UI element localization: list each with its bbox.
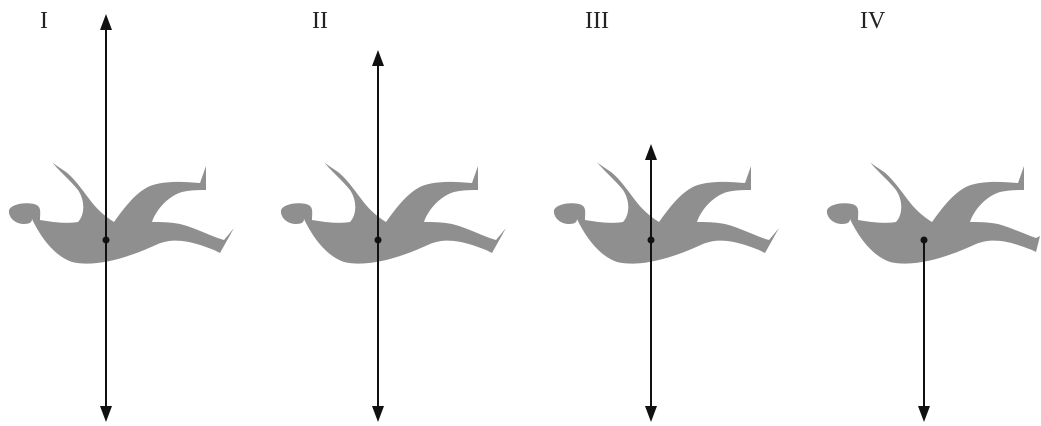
center-of-mass-point	[102, 236, 110, 244]
panel-label: III	[585, 8, 609, 34]
center-of-mass-point	[374, 236, 382, 244]
panel-3: III	[545, 0, 805, 426]
skydiver-silhouette-icon	[280, 162, 506, 264]
panel-svg	[8, 14, 235, 422]
panel-svg	[280, 50, 506, 422]
upward-arrowhead-icon	[100, 14, 112, 30]
skydiver-silhouette-icon	[826, 162, 1040, 264]
center-of-mass-point	[920, 236, 928, 244]
panel-4: IV	[818, 0, 1041, 426]
panel-1: I	[0, 0, 260, 426]
center-of-mass-point	[647, 236, 655, 244]
skydiver-silhouette-icon	[553, 162, 779, 264]
panel-label: I	[40, 8, 48, 34]
panel-svg	[826, 162, 1040, 422]
downward-arrowhead-icon	[918, 406, 930, 422]
downward-arrowhead-icon	[645, 406, 657, 422]
panel-label: II	[312, 8, 328, 34]
upward-arrowhead-icon	[372, 50, 384, 66]
downward-arrowhead-icon	[372, 406, 384, 422]
upward-arrowhead-icon	[645, 144, 657, 160]
downward-arrowhead-icon	[100, 406, 112, 422]
panel-svg	[553, 144, 779, 422]
skydiver-silhouette-icon	[8, 162, 235, 264]
panel-2: II	[272, 0, 532, 426]
panel-label: IV	[860, 8, 886, 34]
